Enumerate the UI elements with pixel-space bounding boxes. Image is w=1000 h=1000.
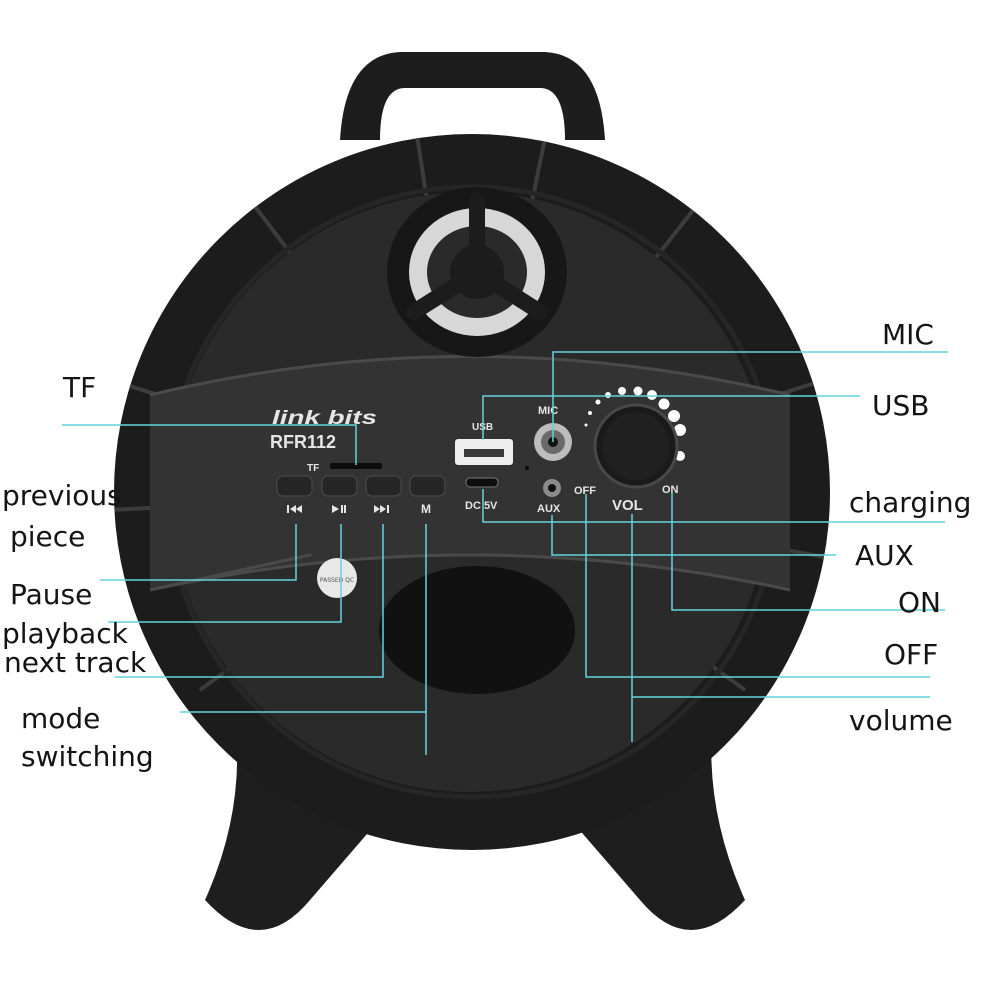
charging-leader xyxy=(482,489,945,523)
mode-button[interactable] xyxy=(409,475,446,497)
dc-charging-port[interactable] xyxy=(465,477,499,488)
mic-leader xyxy=(552,351,948,442)
label-mode-line1: mode xyxy=(21,702,101,735)
indicator-led xyxy=(525,466,529,470)
label-previous-line1: previous xyxy=(2,479,122,512)
tf-printed-label: TF xyxy=(307,463,319,474)
label-mode-line2: switching xyxy=(21,740,154,773)
label-off: OFF xyxy=(884,638,939,671)
carry-handle xyxy=(340,52,605,140)
off-printed-label: OFF xyxy=(574,485,596,497)
play-pause-icon xyxy=(332,505,346,513)
dc-printed-label: DC 5V xyxy=(465,500,498,512)
aux-printed-label: AUX xyxy=(537,503,561,515)
label-previous-line2: piece xyxy=(10,520,86,553)
off-leader xyxy=(585,494,930,678)
label-usb: USB xyxy=(872,389,930,422)
pause-leader xyxy=(108,524,342,623)
label-pause-line1: Pause xyxy=(10,578,93,611)
tf-slot[interactable] xyxy=(330,463,382,469)
brand-logo: link bits xyxy=(272,408,377,429)
leader-lines xyxy=(62,351,948,755)
next-button[interactable] xyxy=(365,475,402,497)
vol-printed-label: VOL xyxy=(612,497,643,514)
usb-leader xyxy=(482,395,860,440)
label-volume: volume xyxy=(849,704,953,737)
label-next-track: next track xyxy=(4,646,147,679)
on-printed-label: ON xyxy=(662,484,679,496)
next-icon xyxy=(374,505,389,513)
previous-leader xyxy=(100,524,297,581)
label-mic: MIC xyxy=(882,318,934,351)
next-leader xyxy=(115,524,384,678)
play-pause-button[interactable] xyxy=(321,475,358,497)
volume-scale-dots xyxy=(584,386,686,461)
qc-sticker-text: PASSED QC xyxy=(320,577,354,584)
previous-icon xyxy=(287,505,302,513)
tweeter xyxy=(387,187,567,357)
model-number: RFR112 xyxy=(270,432,336,452)
aux-leader xyxy=(551,515,836,556)
bass-port xyxy=(379,566,575,694)
previous-button[interactable] xyxy=(276,475,313,497)
label-pause-line2: playback xyxy=(2,617,128,650)
mic-printed-label: MIC xyxy=(538,405,558,417)
tf-leader xyxy=(62,424,357,465)
qc-sticker xyxy=(317,558,357,598)
on-leader xyxy=(671,493,945,611)
label-charging: charging xyxy=(849,486,972,519)
label-tf: TF xyxy=(63,371,97,404)
label-aux: AUX xyxy=(855,539,914,572)
mode-printed-label: M xyxy=(421,502,431,516)
label-on: ON xyxy=(898,586,941,619)
